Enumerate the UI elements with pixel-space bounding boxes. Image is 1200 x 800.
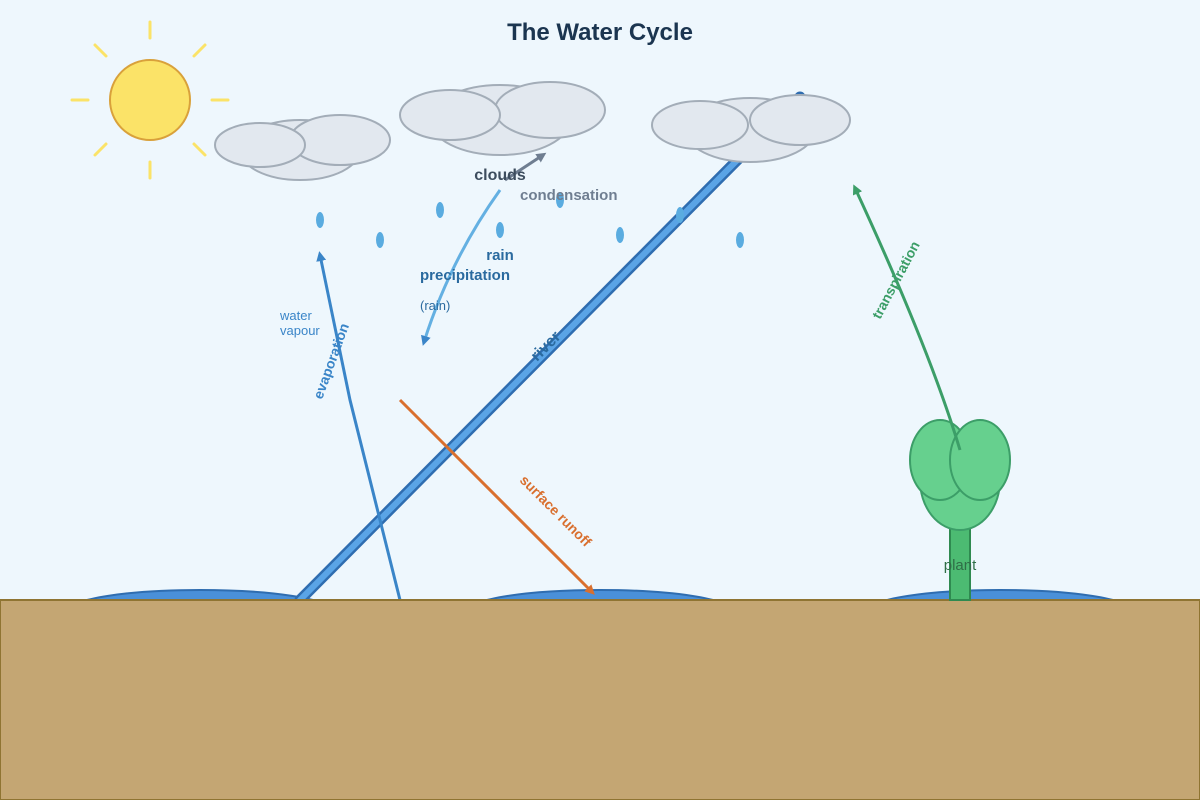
evaporation-arrow (316, 251, 402, 601)
condensation-label: condensation (520, 187, 618, 204)
transpiration-arrow (852, 184, 962, 451)
rain-drop (436, 202, 444, 218)
rain-drop (556, 192, 564, 208)
plant-label: plant (944, 557, 977, 574)
plant-icon (909, 419, 1011, 601)
rain-drop (676, 207, 684, 223)
surface-runoff-arrow (398, 398, 595, 595)
rain-drops (316, 192, 744, 248)
cloud-right (651, 94, 851, 163)
diagram-title: The Water Cycle (507, 19, 693, 46)
water-vapour-label-line1: water (279, 308, 312, 323)
sun-icon (70, 20, 230, 180)
rain-drop (616, 227, 624, 243)
precipitation-label: precipitation (420, 267, 510, 284)
rain-drop (736, 232, 744, 248)
precipitation-arrow (421, 189, 502, 346)
clouds-label: clouds (474, 167, 526, 184)
cloud-middle (399, 81, 606, 156)
cloud-left (214, 114, 391, 181)
rain-label: rain (486, 247, 514, 264)
condensation-arrow (504, 152, 547, 182)
rain-drop (316, 212, 324, 228)
river (294, 91, 806, 606)
rain-drop (376, 232, 384, 248)
precipitation-sublabel: (rain) (420, 298, 450, 313)
ground (0, 599, 1200, 800)
water-vapour-label-line2: vapour (280, 323, 320, 338)
rain-drop (496, 222, 504, 238)
